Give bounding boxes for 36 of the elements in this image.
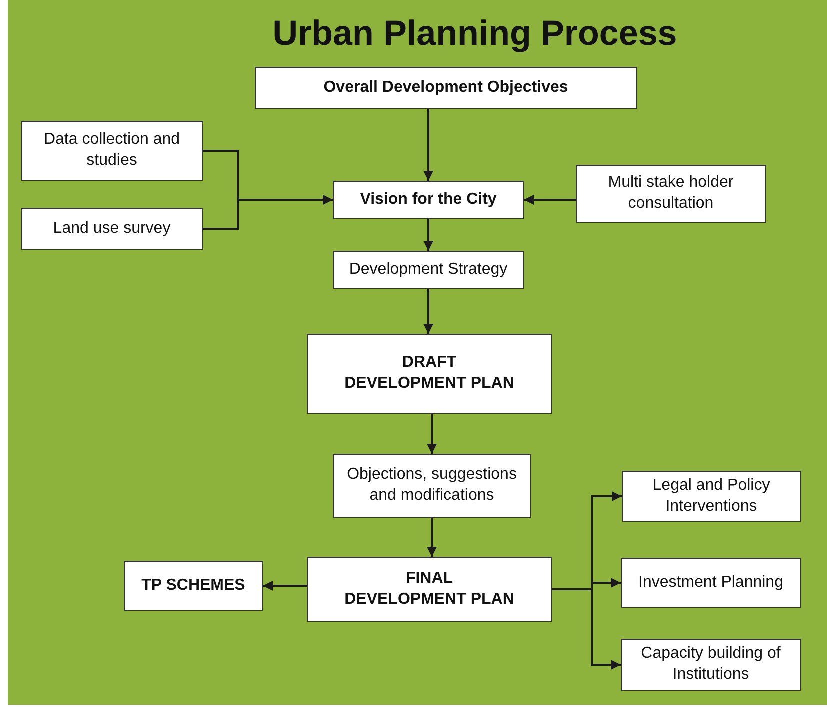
process-box bbox=[621, 558, 801, 608]
box-label: Development Strategy bbox=[349, 260, 508, 280]
box-label: FINAL DEVELOPMENT PLAN bbox=[344, 568, 516, 610]
process-box bbox=[622, 471, 801, 522]
process-box bbox=[621, 639, 801, 691]
arrow bbox=[424, 219, 434, 251]
arrow bbox=[524, 195, 576, 205]
process-box bbox=[255, 67, 637, 109]
arrow bbox=[427, 518, 437, 557]
process-box bbox=[307, 557, 552, 622]
process-box bbox=[576, 165, 766, 223]
process-box bbox=[307, 334, 552, 414]
arrow bbox=[424, 109, 434, 181]
process-box bbox=[21, 121, 203, 181]
box-label: Land use survey bbox=[53, 218, 171, 239]
process-box bbox=[333, 454, 531, 518]
arrow bbox=[424, 289, 434, 334]
box-label: TP SCHEMES bbox=[142, 576, 246, 596]
box-label: Capacity building of Institutions bbox=[640, 644, 782, 685]
box-label: Legal and Policy Interventions bbox=[652, 476, 772, 516]
process-box bbox=[333, 181, 524, 219]
box-label: Vision for the City bbox=[360, 190, 497, 210]
arrow bbox=[552, 588, 621, 670]
arrow bbox=[263, 581, 307, 591]
box-label: Investment Planning bbox=[638, 572, 784, 593]
process-box bbox=[333, 251, 524, 289]
process-box bbox=[124, 561, 263, 611]
box-label: Objections, suggestions and modifications bbox=[346, 465, 518, 506]
process-box bbox=[21, 208, 203, 250]
arrow bbox=[427, 414, 437, 454]
box-label: Overall Development Objectives bbox=[324, 78, 568, 98]
box-label: DRAFT DEVELOPMENT PLAN bbox=[344, 353, 516, 394]
title: Urban Planning Process bbox=[272, 14, 678, 54]
arrow bbox=[203, 195, 333, 230]
box-label: Multi stake holder consultation bbox=[607, 173, 735, 214]
box-label: Data collection and studies bbox=[42, 130, 182, 171]
